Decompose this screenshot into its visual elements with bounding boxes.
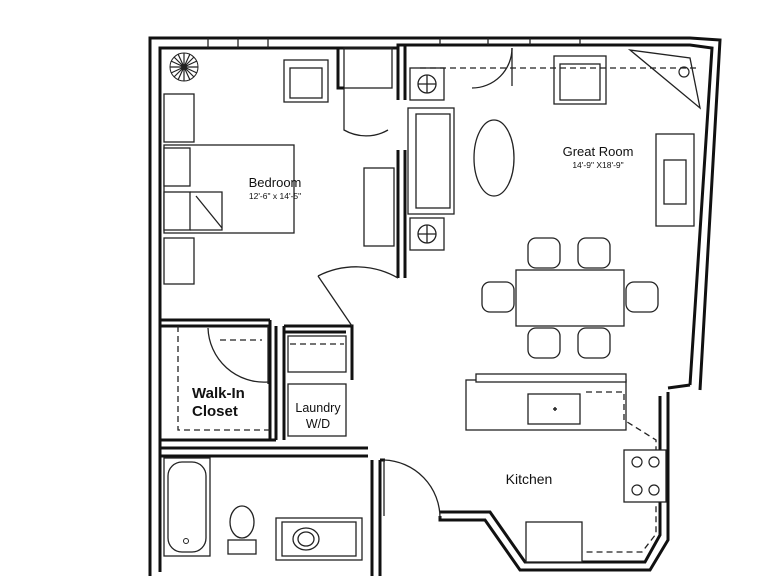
kitchen-label: Kitchen [506,471,553,487]
bedroom-label: Bedroom [249,175,302,190]
toilet-icon [227,505,257,555]
bedroom-dimensions: 12'-6" x 14'-5" [249,191,301,201]
walk-in-closet-label-line2: Closet [192,403,238,420]
plant-icon [169,52,199,82]
doors [207,47,513,519]
bathroom-fixtures [163,457,363,561]
top-windows [207,38,581,48]
great-room-dimensions: 14'-9" X18'-9" [572,160,623,170]
great-room-furniture [407,49,701,359]
room-labels: Bedroom 12'-6" x 14'-5" Great Room 14'-9… [192,144,633,487]
bedroom-furniture [163,52,395,285]
walk-in-closet-label-line1: Walk-In [192,385,245,402]
laundry-label-line2: W/D [306,417,330,431]
lamp-icon [409,67,445,101]
kitchen-fixtures [465,373,667,563]
stove-icon [623,449,667,503]
closet-fixtures [177,326,344,431]
exterior-walls [148,36,722,576]
lamp-icon [409,217,445,251]
sink-icon [292,527,320,551]
interior-walls [160,45,407,576]
great-room-label: Great Room [563,144,634,159]
laundry-label-line1: Laundry [295,401,341,415]
